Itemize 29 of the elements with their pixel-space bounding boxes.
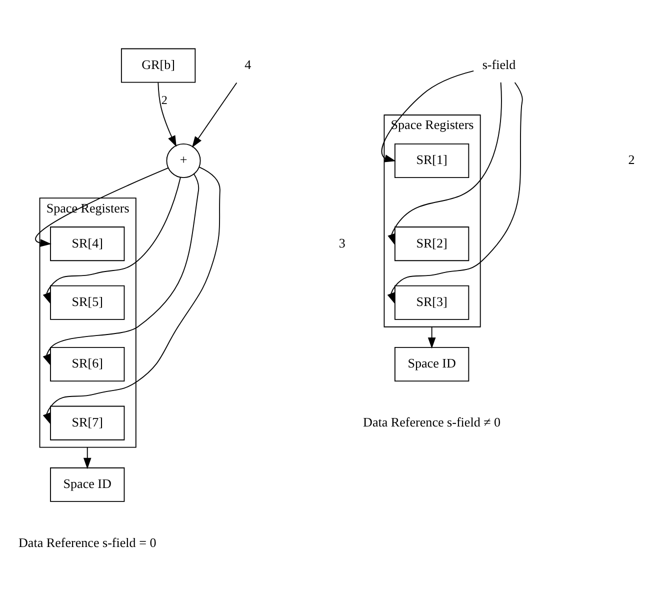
node-box: Space ID <box>50 467 125 502</box>
node-box: GR[b] <box>120 48 196 83</box>
label: Data Reference s-field = 0 <box>18 534 156 550</box>
node-box: Space ID <box>394 346 470 382</box>
arrow <box>83 446 92 470</box>
label: Data Reference s-field ≠ 0 <box>363 414 501 430</box>
node-box: SR[1] <box>394 143 470 178</box>
arrow <box>387 82 523 304</box>
node-box: SR[5] <box>50 285 125 320</box>
arrow <box>42 166 220 424</box>
arrow <box>42 174 200 366</box>
node-box: SR[3] <box>394 285 470 320</box>
edge-label: 2 <box>161 93 168 108</box>
node-box: SR[7] <box>50 406 125 440</box>
arrow <box>381 70 474 162</box>
arrow <box>42 177 181 304</box>
node-circle: + <box>166 143 201 178</box>
node-box: SR[2] <box>394 226 470 262</box>
label: 2 <box>628 152 635 168</box>
node-text: 4 <box>244 56 252 72</box>
node-text: s-field <box>482 56 516 72</box>
label: 3 <box>338 235 346 250</box>
arrow <box>35 168 169 247</box>
arrow <box>388 82 502 246</box>
node-box: SR[4] <box>50 226 125 262</box>
node-box: SR[6] <box>50 346 125 382</box>
arrow <box>158 82 176 147</box>
arrow <box>192 82 238 148</box>
arrow <box>428 326 436 349</box>
